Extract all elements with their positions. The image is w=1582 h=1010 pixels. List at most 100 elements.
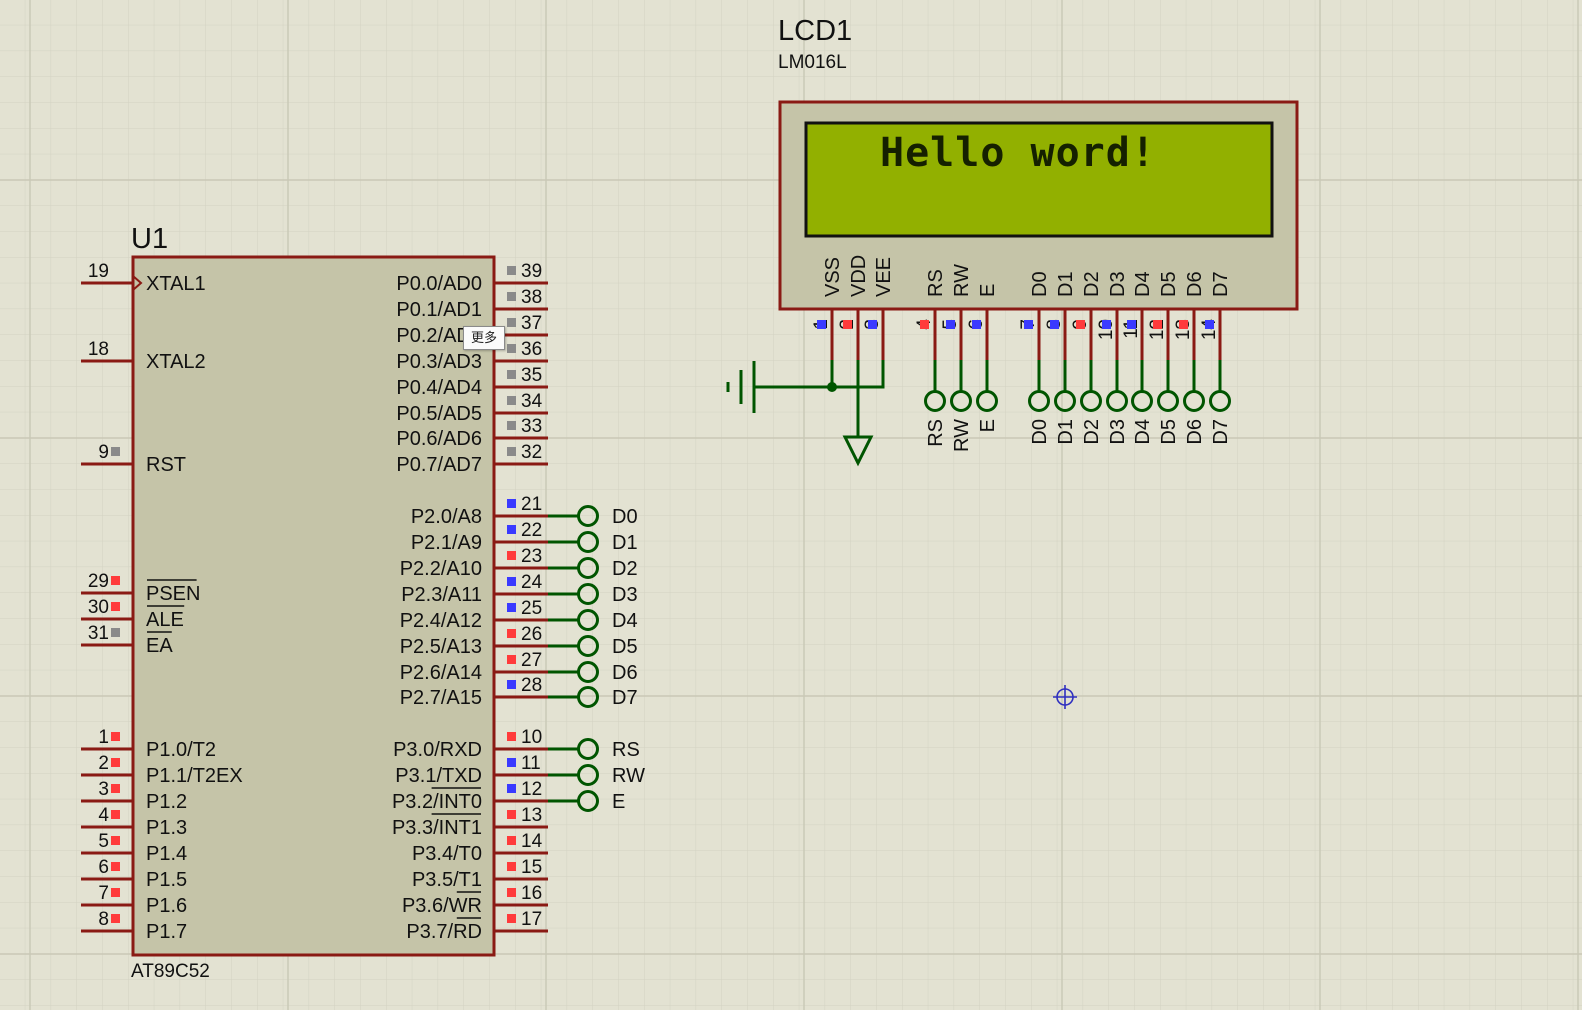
u1-pin-8[interactable]: 8P1.7 <box>81 909 187 943</box>
net-terminal-D0[interactable]: D0 <box>1028 360 1051 445</box>
lcd-pin-e[interactable]: E6E <box>966 284 999 433</box>
lcd-pin-d4[interactable]: D411D4 <box>1121 271 1154 444</box>
pin-name: P1.2 <box>146 791 187 813</box>
pin-number: 16 <box>521 883 542 904</box>
u1-pin-5[interactable]: 5P1.4 <box>81 831 187 865</box>
u1-microcontroller[interactable]: U1 AT89C52 19XTAL118XTAL29RST29PSEN30ALE… <box>81 223 645 982</box>
net-label: D0 <box>612 506 638 528</box>
u1-body[interactable] <box>131 255 496 957</box>
pin-logic-state-indicator <box>1205 320 1214 329</box>
ground-icon[interactable] <box>842 435 874 467</box>
lcd-pin-d0[interactable]: D07D0 <box>1018 271 1051 444</box>
pin-number: 31 <box>88 623 109 644</box>
net-terminal-D1[interactable]: D1 <box>1054 360 1077 445</box>
lcd-pin-vee[interactable]: VEE3 <box>862 257 895 360</box>
lcd-supply-wiring[interactable] <box>726 360 885 467</box>
pin-number: 21 <box>521 494 542 515</box>
u1-pin-1[interactable]: 1P1.0/T2 <box>81 727 216 761</box>
pin-number: 12 <box>521 779 542 800</box>
net-terminal-D0[interactable]: D0 <box>548 505 638 528</box>
u1-pin-6[interactable]: 6P1.5 <box>81 857 187 891</box>
net-terminal-D3[interactable]: D3 <box>1106 360 1129 445</box>
net-terminal-E[interactable]: E <box>976 360 999 432</box>
net-terminal-D2[interactable]: D2 <box>1080 360 1103 445</box>
pin-logic-state-indicator <box>507 810 516 819</box>
pin-number: 24 <box>521 572 543 593</box>
net-terminal-D5[interactable]: D5 <box>1157 360 1180 445</box>
u1-pin-4[interactable]: 4P1.3 <box>81 805 187 839</box>
net-terminal-E[interactable]: E <box>548 790 625 813</box>
lcd-pin-d2[interactable]: D29D2 <box>1070 271 1103 444</box>
wire-junction-dot <box>827 382 837 392</box>
net-terminal-D7[interactable]: D7 <box>548 686 638 709</box>
pin-logic-state-indicator <box>111 758 120 767</box>
u1-pin-3[interactable]: 3P1.2 <box>81 779 187 813</box>
pin-name: P2.0/A8 <box>411 506 482 528</box>
lcd-pin-rs[interactable]: RS4RS <box>914 269 947 447</box>
pin-name: P2.7/A15 <box>400 687 482 709</box>
net-terminal-D4[interactable]: D4 <box>1131 360 1154 445</box>
pin-number: 38 <box>521 287 542 308</box>
net-terminal-D2[interactable]: D2 <box>548 557 638 580</box>
net-terminal-D6[interactable]: D6 <box>548 661 638 684</box>
net-terminal-D7[interactable]: D7 <box>1209 360 1232 445</box>
net-terminal-D5[interactable]: D5 <box>548 635 638 658</box>
lcd1-module[interactable]: Hello word! LCD1 LM016L VSS1VDD2VEE3RS4R… <box>778 15 1299 452</box>
net-label: D6 <box>612 662 638 684</box>
lcd-pin-vdd[interactable]: VDD2 <box>837 255 870 360</box>
net-terminal-D6[interactable]: D6 <box>1183 360 1206 445</box>
u1-pin-7[interactable]: 7P1.6 <box>81 883 187 917</box>
u1-pin-2[interactable]: 2P1.1/T2EX <box>81 753 243 787</box>
lcd-pin-d1[interactable]: D18D1 <box>1044 271 1077 444</box>
net-terminal-RW[interactable]: RW <box>548 764 645 787</box>
net-terminal-RS[interactable]: RS <box>548 738 640 761</box>
net-terminal-D4[interactable]: D4 <box>548 609 638 632</box>
net-terminal-RS[interactable]: RS <box>924 360 947 447</box>
pin-logic-state-indicator <box>111 576 120 585</box>
pin-number: 37 <box>521 313 542 334</box>
lcd-pin-vss[interactable]: VSS1 <box>811 257 844 360</box>
power-terminal-icon[interactable] <box>726 361 756 413</box>
pin-number: 10 <box>521 727 542 748</box>
pin-number: 34 <box>521 391 543 412</box>
net-terminal-RW[interactable]: RW <box>950 360 973 452</box>
lcd-pin-rw[interactable]: RW5RW <box>940 264 973 452</box>
net-terminal-D1[interactable]: D1 <box>548 531 638 554</box>
net-terminal-D3[interactable]: D3 <box>548 583 638 606</box>
